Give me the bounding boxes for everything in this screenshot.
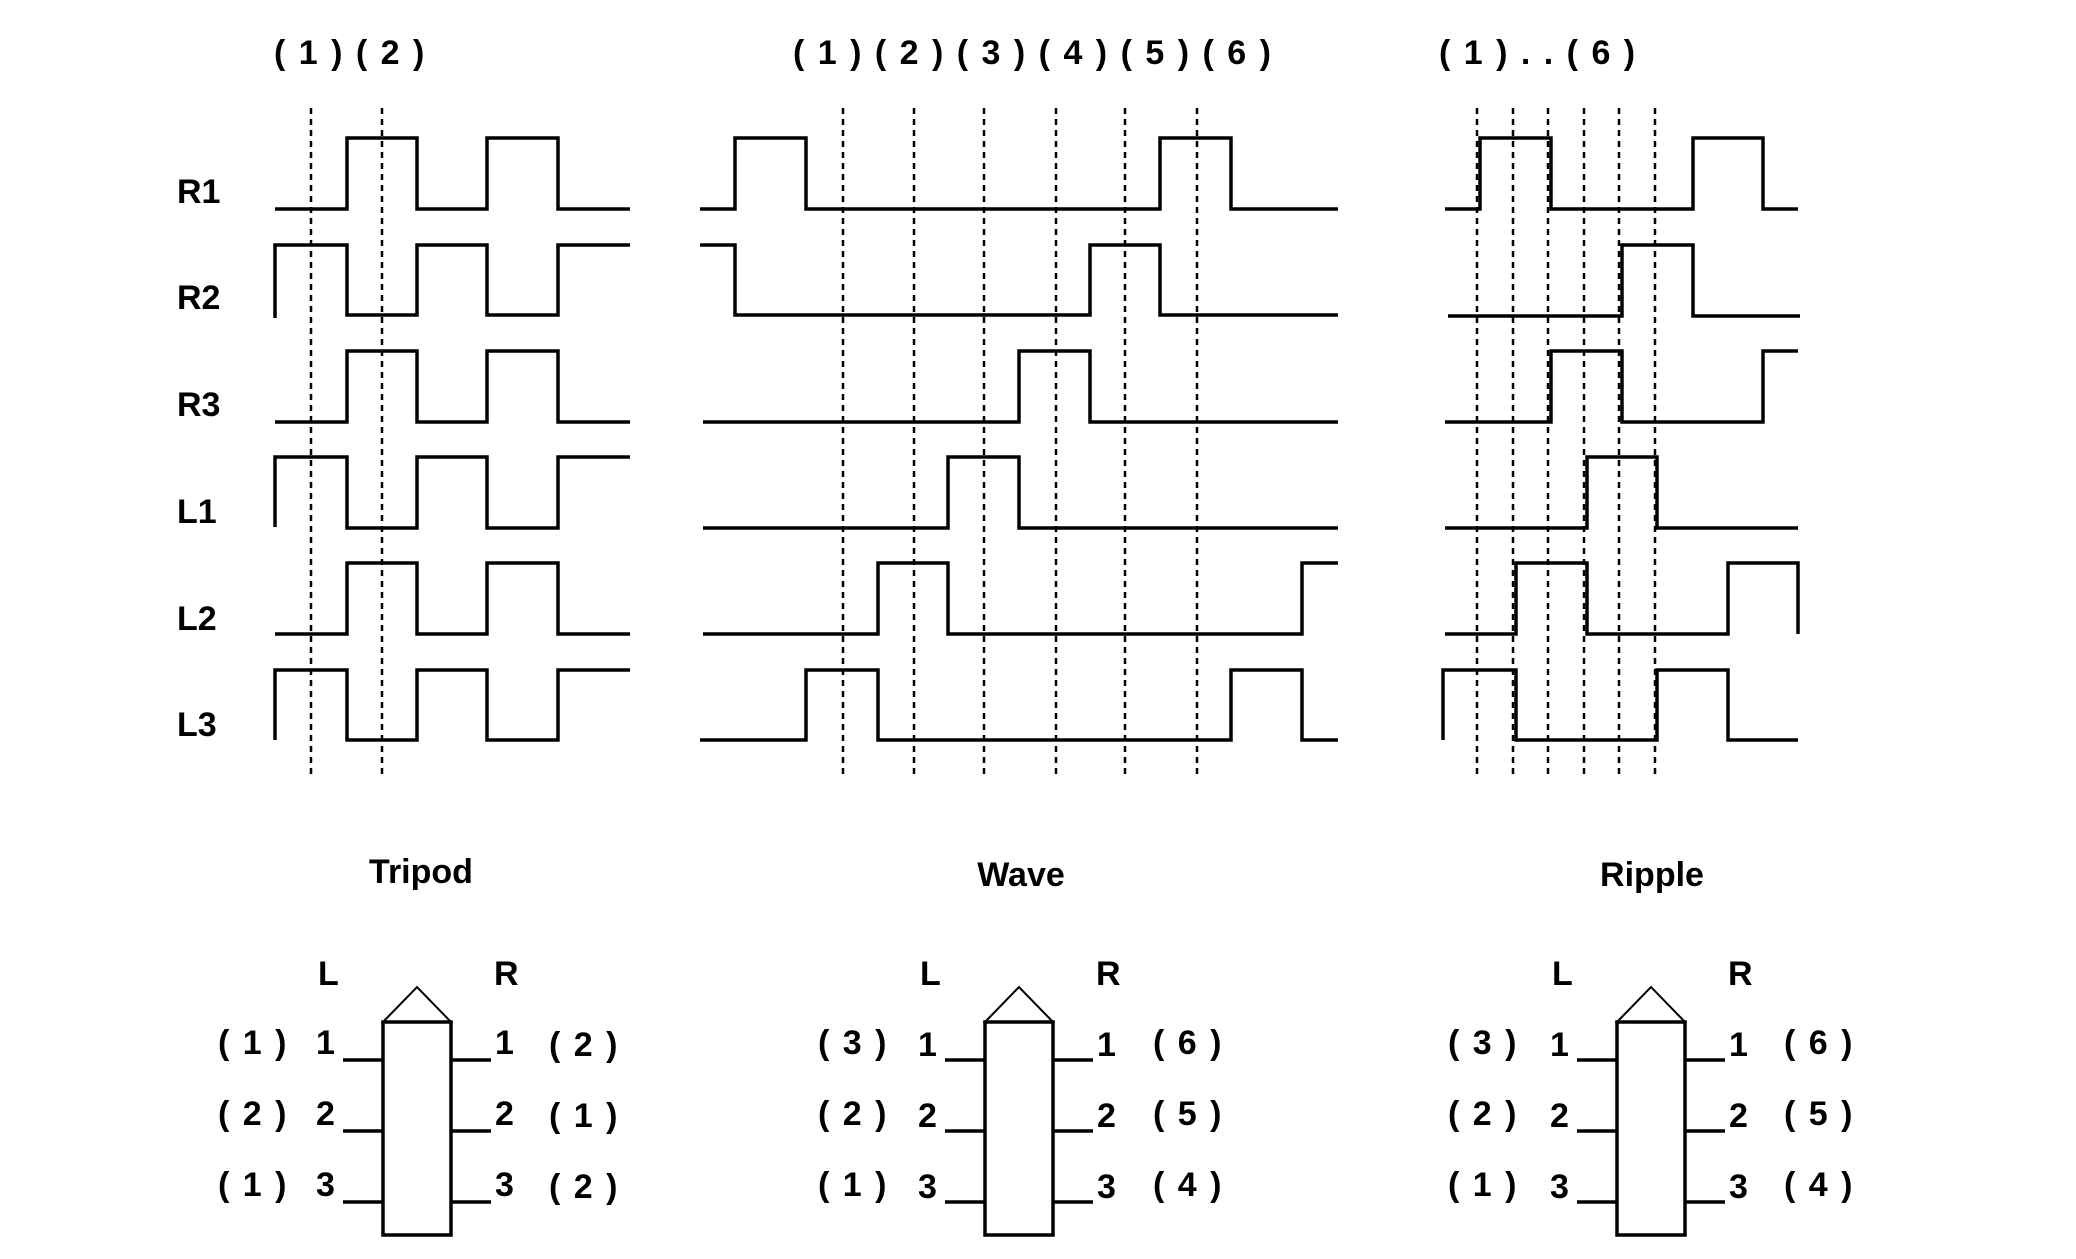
tripod-robot-head <box>380 985 454 1023</box>
wave-right-num-2: 2 <box>1097 1097 1116 1135</box>
tripod-title: Tripod <box>369 853 473 891</box>
wave-right-step-1: ( 6 ) <box>1153 1024 1223 1062</box>
tripod-right-step-1: ( 2 ) <box>549 1026 619 1064</box>
wave-wave-r2 <box>700 243 1338 317</box>
tripod-left-step-2: ( 2 ) <box>218 1095 288 1133</box>
leg-row-labels: R1 R2 R3 L1 L2 L3 <box>177 173 220 744</box>
wave-robot-head <box>982 985 1056 1023</box>
tripod-robot: L R 1 2 3 1 2 3 ( 1 ) ( 2 ) ( 1 ) ( 2 ) … <box>218 955 619 1237</box>
ripple-wave-l3 <box>1441 668 1798 742</box>
tripod-left-step-3: ( 1 ) <box>218 1166 288 1204</box>
tripod-step-header: ( 1 ) ( 2 ) <box>274 34 426 72</box>
row-label-r3: R3 <box>177 386 220 424</box>
row-label-r2: R2 <box>177 279 220 317</box>
ripple-right-header: R <box>1728 955 1753 993</box>
tripod-right-num-2: 2 <box>495 1095 514 1133</box>
ripple-left-step-3: ( 1 ) <box>1448 1166 1518 1204</box>
ripple-left-header: L <box>1552 955 1573 993</box>
wave-left-step-2: ( 2 ) <box>818 1095 888 1133</box>
wave-wave-r3 <box>703 349 1338 424</box>
ripple-title: Ripple <box>1600 856 1704 894</box>
ripple-left-step-1: ( 3 ) <box>1448 1024 1518 1062</box>
row-label-l3: L3 <box>177 706 217 744</box>
ripple-wave-r1 <box>1445 136 1798 211</box>
ripple-right-step-1: ( 6 ) <box>1784 1024 1854 1062</box>
tripod-right-num-1: 1 <box>495 1024 514 1062</box>
ripple-right-num-1: 1 <box>1729 1026 1748 1064</box>
wave-left-step-1: ( 3 ) <box>818 1024 888 1062</box>
wave-wave-l3 <box>700 668 1338 742</box>
wave-left-header: L <box>920 955 941 993</box>
wave-wave-l2 <box>703 561 1338 636</box>
tripod-left-num-2: 2 <box>316 1095 335 1133</box>
ripple-right-num-2: 2 <box>1729 1097 1748 1135</box>
ripple-waveforms <box>1441 108 1800 778</box>
tripod-left-num-1: 1 <box>316 1024 335 1062</box>
wave-right-num-3: 3 <box>1097 1168 1116 1206</box>
wave-wave-l1 <box>703 455 1338 530</box>
tripod-right-header: R <box>494 955 519 993</box>
ripple-robot-head <box>1614 985 1688 1023</box>
row-label-r1: R1 <box>177 173 220 211</box>
tripod-wave-r3 <box>275 349 630 424</box>
tripod-right-step-3: ( 2 ) <box>549 1168 619 1206</box>
row-label-l1: L1 <box>177 493 217 531</box>
tripod-right-num-3: 3 <box>495 1166 514 1204</box>
ripple-left-num-1: 1 <box>1550 1026 1569 1064</box>
ripple-right-step-3: ( 4 ) <box>1784 1166 1854 1204</box>
tripod-left-step-1: ( 1 ) <box>218 1024 288 1062</box>
ripple-right-step-2: ( 5 ) <box>1784 1095 1854 1133</box>
wave-right-step-2: ( 5 ) <box>1153 1095 1223 1133</box>
ripple-right-num-3: 3 <box>1729 1168 1748 1206</box>
tripod-robot-body <box>381 1020 453 1237</box>
wave-robot: L R 1 2 3 1 2 3 ( 3 ) ( 2 ) ( 1 ) ( 6 ) … <box>818 955 1223 1237</box>
tripod-wave-l2 <box>275 561 630 636</box>
tripod-wave-r2 <box>273 243 630 318</box>
tripod-waveforms <box>273 108 630 778</box>
ripple-left-num-3: 3 <box>1550 1168 1569 1206</box>
wave-left-num-3: 3 <box>918 1168 937 1206</box>
ripple-robot-body <box>1615 1020 1687 1237</box>
wave-waveforms <box>700 108 1338 778</box>
wave-left-num-1: 1 <box>918 1026 937 1064</box>
tripod-wave-r1 <box>275 136 630 211</box>
ripple-step-header: ( 1 ) . . ( 6 ) <box>1439 34 1637 72</box>
ripple-wave-l2 <box>1445 561 1800 636</box>
ripple-left-step-2: ( 2 ) <box>1448 1095 1518 1133</box>
wave-left-num-2: 2 <box>918 1097 937 1135</box>
wave-left-step-3: ( 1 ) <box>818 1166 888 1204</box>
ripple-wave-r2 <box>1448 243 1800 318</box>
ripple-wave-l1 <box>1445 455 1798 530</box>
wave-right-step-3: ( 4 ) <box>1153 1166 1223 1204</box>
tripod-wave-l3 <box>273 668 630 742</box>
ripple-left-num-2: 2 <box>1550 1097 1569 1135</box>
tripod-wave-l1 <box>273 455 630 530</box>
wave-right-header: R <box>1096 955 1121 993</box>
ripple-robot: L R 1 2 3 1 2 3 ( 3 ) ( 2 ) ( 1 ) ( 6 ) … <box>1448 955 1854 1237</box>
wave-wave-r1 <box>700 136 1338 211</box>
tripod-left-num-3: 3 <box>316 1166 335 1204</box>
wave-robot-body <box>983 1020 1055 1237</box>
tripod-right-step-2: ( 1 ) <box>549 1097 619 1135</box>
wave-step-header: ( 1 ) ( 2 ) ( 3 ) ( 4 ) ( 5 ) ( 6 ) <box>793 34 1273 72</box>
ripple-wave-r3 <box>1445 349 1798 424</box>
row-label-l2: L2 <box>177 600 217 638</box>
wave-title: Wave <box>977 856 1065 894</box>
tripod-left-header: L <box>318 955 339 993</box>
wave-right-num-1: 1 <box>1097 1026 1116 1064</box>
